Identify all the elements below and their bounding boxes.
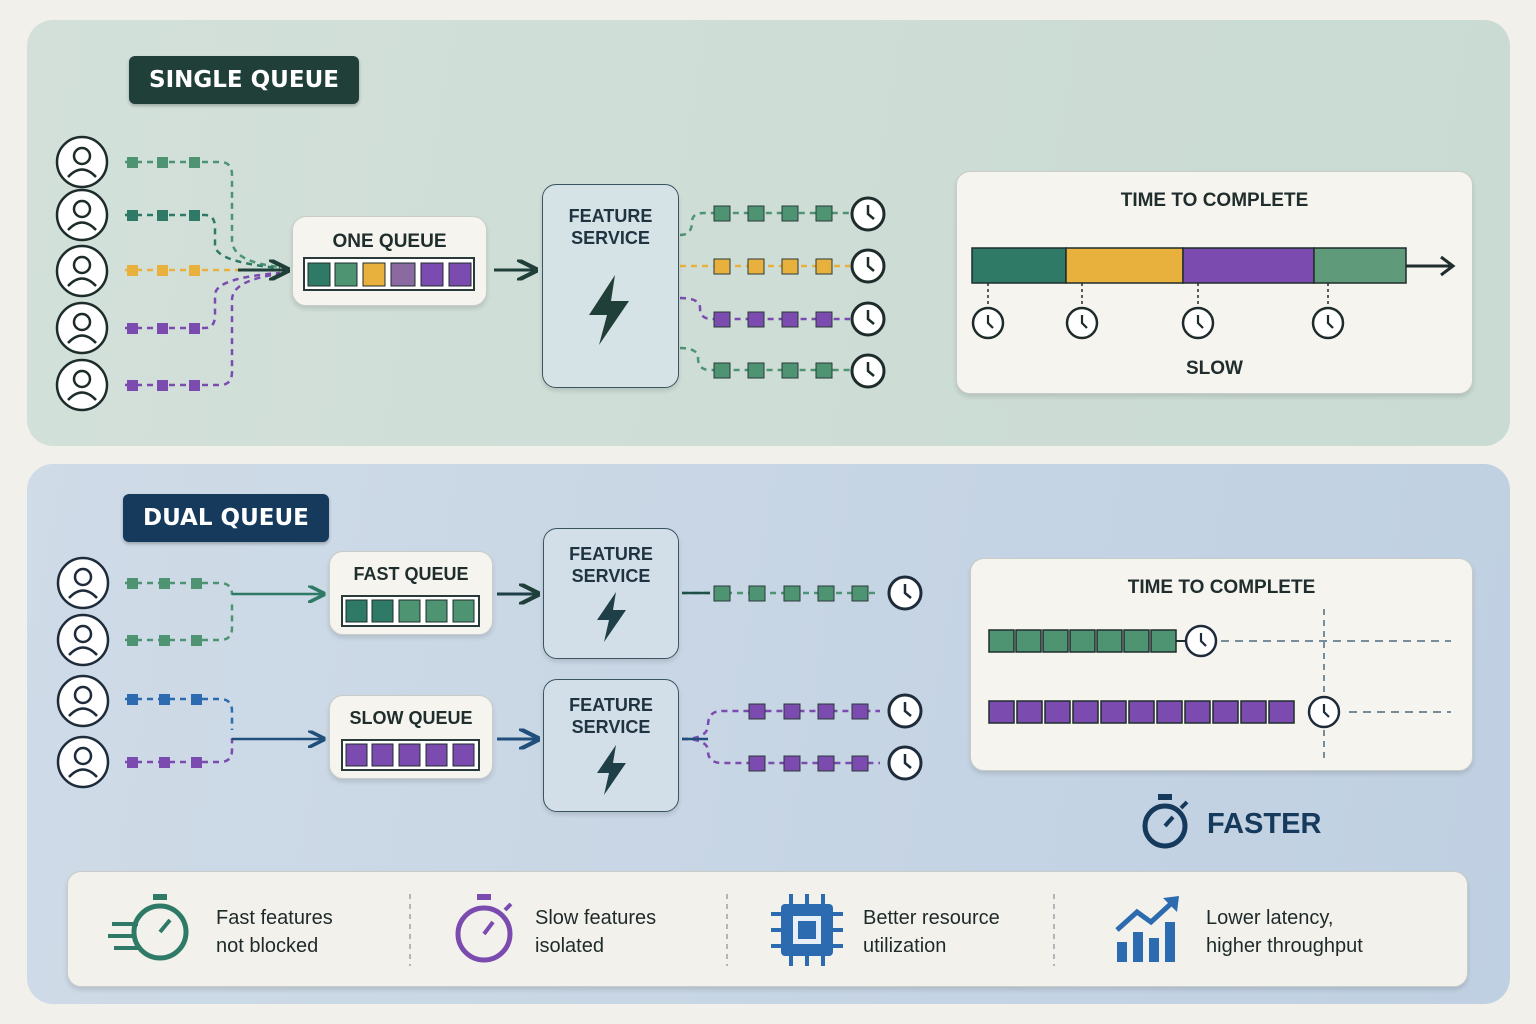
output-packet [713, 205, 833, 379]
slow-timeline [988, 695, 1451, 729]
feature-service-line1: FEATURE [569, 695, 653, 715]
single-queue-badge: SINGLE QUEUE [129, 56, 359, 104]
lightning-icon [589, 275, 629, 345]
clock-icon [850, 301, 886, 337]
clock-icon [1181, 306, 1215, 340]
benefit-text: Fast features not blocked [216, 904, 396, 960]
clock-icon [1184, 624, 1218, 658]
timeline-bars [988, 609, 1451, 759]
feature-service-line1: FEATURE [569, 544, 653, 564]
user-avatar-icon [56, 735, 110, 789]
benefit-text: Better resource utilization [863, 904, 1043, 960]
fast-queue-items [341, 595, 480, 627]
clock-icon [850, 248, 886, 284]
clock-icon [1065, 306, 1099, 340]
slow-queue-label: SLOW QUEUE [349, 708, 473, 728]
clock-icon [1311, 306, 1345, 340]
time-to-complete-card: TIME TO COMPLETE SLOW [956, 171, 1473, 394]
cpu-chip-icon [771, 894, 843, 966]
user-avatar-icon [55, 244, 109, 298]
slow-queue-items [341, 739, 480, 771]
stopwatch-icon [1142, 794, 1189, 849]
faster-label: FASTER [1207, 808, 1322, 840]
stopwatch-icon [455, 894, 513, 963]
output-packet [713, 585, 869, 772]
clock-icon [887, 575, 923, 611]
clock-icon [887, 693, 923, 729]
time-to-complete-card: TIME TO COMPLETE [970, 558, 1473, 771]
feature-service-label: FEATURE SERVICE [544, 543, 678, 587]
request-packet [127, 157, 200, 391]
request-path [125, 160, 281, 387]
slow-queue-card: SLOW QUEUE [329, 695, 493, 779]
growth-chart-icon [1115, 896, 1179, 962]
feature-service-line2: SERVICE [571, 717, 651, 737]
speed-stopwatch-icon [108, 894, 189, 961]
lightning-icon [597, 592, 626, 642]
benefit-line2: not blocked [216, 935, 319, 957]
dual-queue-badge: DUAL QUEUE [123, 494, 329, 542]
fast-queue-label: FAST QUEUE [353, 564, 469, 584]
benefit-line1: Slow features [535, 907, 657, 929]
user-avatar-icon [55, 135, 109, 189]
output-path [679, 211, 850, 372]
feature-service-box: FEATURE SERVICE [542, 184, 679, 388]
timeline-bar [971, 247, 1456, 340]
user-avatar-icon [55, 358, 109, 412]
fast-queue-card: FAST QUEUE [329, 551, 493, 635]
user-avatar-icon [55, 188, 109, 242]
feature-service-line2: SERVICE [571, 566, 651, 586]
benefit-line1: Fast features [216, 907, 333, 929]
clock-icon [850, 196, 886, 232]
user-avatar-icon [56, 556, 110, 610]
feature-service-label: FEATURE SERVICE [543, 205, 678, 249]
clock-icon [971, 306, 1005, 340]
feature-service-label: FEATURE SERVICE [544, 694, 678, 738]
time-to-complete-title: TIME TO COMPLETE [1120, 190, 1309, 211]
benefit-line2: higher throughput [1206, 935, 1363, 957]
time-to-complete-title: TIME TO COMPLETE [1127, 577, 1316, 598]
output-path [681, 591, 880, 765]
clock-icon [887, 745, 923, 781]
clock-icon [850, 353, 886, 389]
benefit-line1: Better resource [863, 907, 1000, 929]
benefit-line1: Lower latency, [1206, 907, 1334, 929]
one-queue-label: ONE QUEUE [332, 231, 447, 252]
benefit-dividers [409, 894, 1055, 966]
feature-service-slow-box: FEATURE SERVICE [543, 679, 679, 812]
lightning-icon [597, 745, 626, 795]
one-queue-items-overlay [303, 257, 475, 291]
benefit-line2: isolated [535, 935, 604, 957]
feature-service-line1: FEATURE [568, 206, 653, 226]
benefit-text: Slow features isolated [535, 904, 715, 960]
user-avatar-icon [56, 613, 110, 667]
benefits-bar: Fast features not blocked Slow features … [67, 871, 1468, 987]
user-avatar-icon [56, 674, 110, 728]
user-avatar-icon [55, 301, 109, 355]
fast-timeline [988, 624, 1451, 658]
clock-icon [1307, 695, 1341, 729]
slow-label: SLOW [1186, 358, 1243, 379]
feature-service-line2: SERVICE [571, 228, 650, 248]
benefit-line2: utilization [863, 935, 947, 957]
request-path [125, 581, 234, 764]
feature-service-fast-box: FEATURE SERVICE [543, 528, 679, 659]
request-packet [127, 578, 202, 768]
benefit-text: Lower latency, higher throughput [1206, 904, 1426, 960]
